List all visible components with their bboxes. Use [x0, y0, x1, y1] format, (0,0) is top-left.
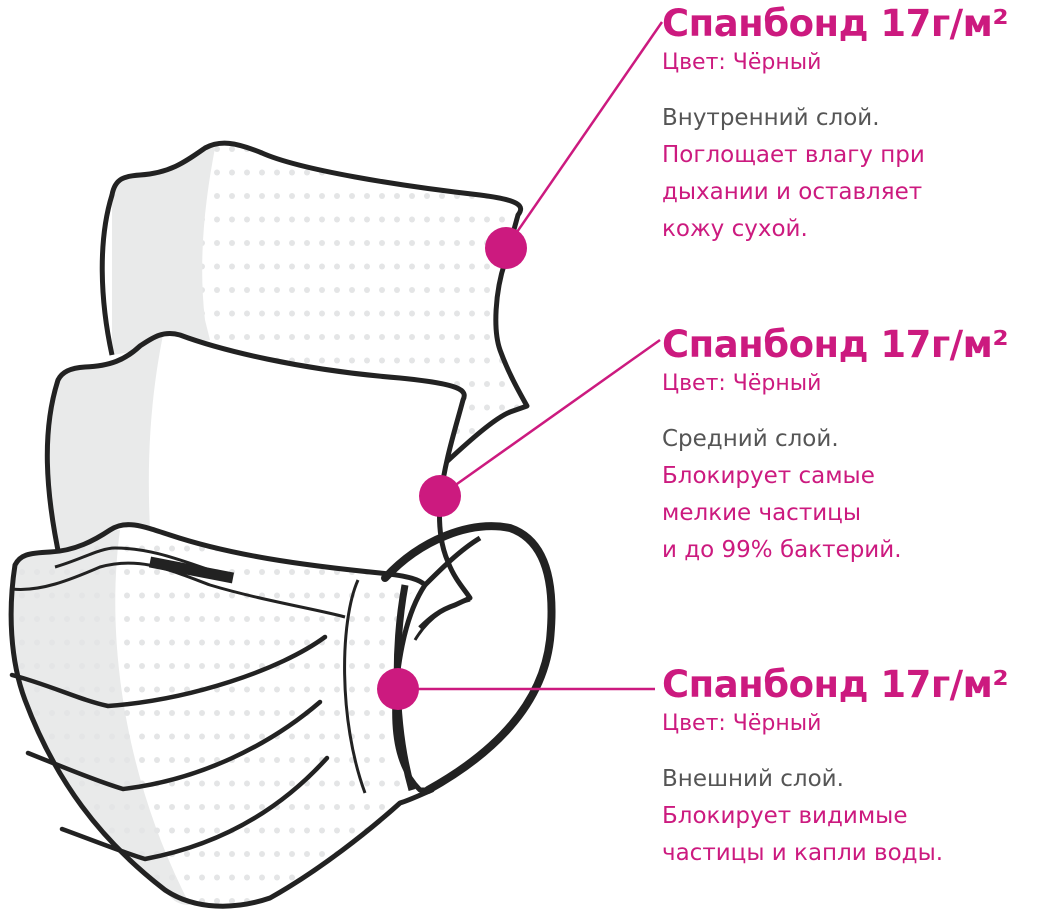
callout-dot — [377, 668, 419, 710]
layer-name: Внешний слой. — [662, 766, 844, 792]
ear-loop — [381, 522, 556, 794]
color-label: Цвет: Чёрный — [662, 711, 822, 736]
material-heading: Спанбонд 17г/м² — [662, 2, 1009, 45]
color-label: Цвет: Чёрный — [662, 371, 822, 396]
middle-layer-info: Спанбонд 17г/м² Цвет: Чёрный Средний сло… — [662, 323, 1009, 569]
callout-dot — [485, 227, 527, 269]
layer-name: Средний слой. — [662, 426, 839, 452]
outer-layer-mask — [8, 522, 482, 909]
callout-outer — [377, 668, 655, 710]
color-label: Цвет: Чёрный — [662, 50, 822, 75]
material-heading: Спанбонд 17г/м² — [662, 323, 1009, 366]
layer-benefit: Поглощает влагу при дыхании и оставляет … — [662, 142, 925, 242]
callout-dot — [419, 475, 461, 517]
layer-benefit: Блокирует видимые частицы и капли воды. — [662, 803, 944, 866]
outer-layer-info: Спанбонд 17г/м² Цвет: Чёрный Внешний сло… — [662, 663, 1009, 872]
inner-layer-info: Спанбонд 17г/м² Цвет: Чёрный Внутренний … — [662, 2, 1009, 248]
material-heading: Спанбонд 17г/м² — [662, 663, 1009, 706]
callout-middle — [419, 338, 661, 517]
layer-benefit: Блокирует самые мелкие частицы и до 99% … — [662, 463, 902, 563]
layer-name: Внутренний слой. — [662, 105, 880, 131]
callout-inner — [485, 21, 664, 269]
